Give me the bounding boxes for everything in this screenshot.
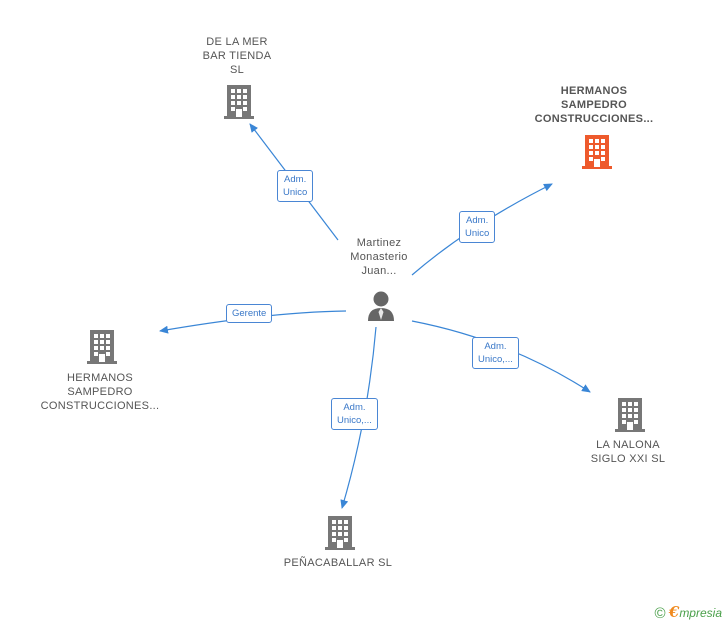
- relation-label-hermanos-left[interactable]: Gerente: [226, 304, 273, 323]
- company-label-hermanos-left[interactable]: HERMANOS SAMPEDRO CONSTRUCCIONES...: [40, 372, 160, 412]
- building-icon[interactable]: [224, 85, 254, 119]
- company-label-la-nalona[interactable]: LA NALONA SIGLO XXI SL: [590, 439, 666, 465]
- relation-label-penacaballar[interactable]: Adm. Unico,...: [331, 398, 378, 430]
- person-icon[interactable]: [368, 291, 394, 322]
- building-icon[interactable]: [615, 398, 645, 432]
- person-name[interactable]: Martinez Monasterio Juan...: [350, 237, 408, 277]
- company-label-hermanos-top[interactable]: HERMANOS SAMPEDRO CONSTRUCCIONES...: [534, 85, 654, 125]
- company-label-de-la-mer[interactable]: DE LA MER BAR TIENDA SL: [202, 36, 272, 76]
- building-icon[interactable]: [87, 330, 117, 364]
- brand-name: mpresia: [679, 606, 722, 620]
- relation-label-la-nalona[interactable]: Adm. Unico,...: [472, 337, 519, 369]
- relation-label-hermanos-top[interactable]: Adm. Unico: [459, 211, 496, 243]
- company-label-penacaballar[interactable]: PEÑACABALLAR SL: [283, 557, 393, 569]
- footer-brand: © €mpresia: [654, 603, 722, 622]
- brand-logo-initial: €: [668, 603, 680, 621]
- building-icon-highlighted[interactable]: [582, 135, 612, 169]
- building-icon[interactable]: [325, 516, 355, 550]
- relation-label-de-la-mer[interactable]: Adm. Unico: [277, 170, 314, 202]
- copyright-symbol: ©: [654, 605, 666, 622]
